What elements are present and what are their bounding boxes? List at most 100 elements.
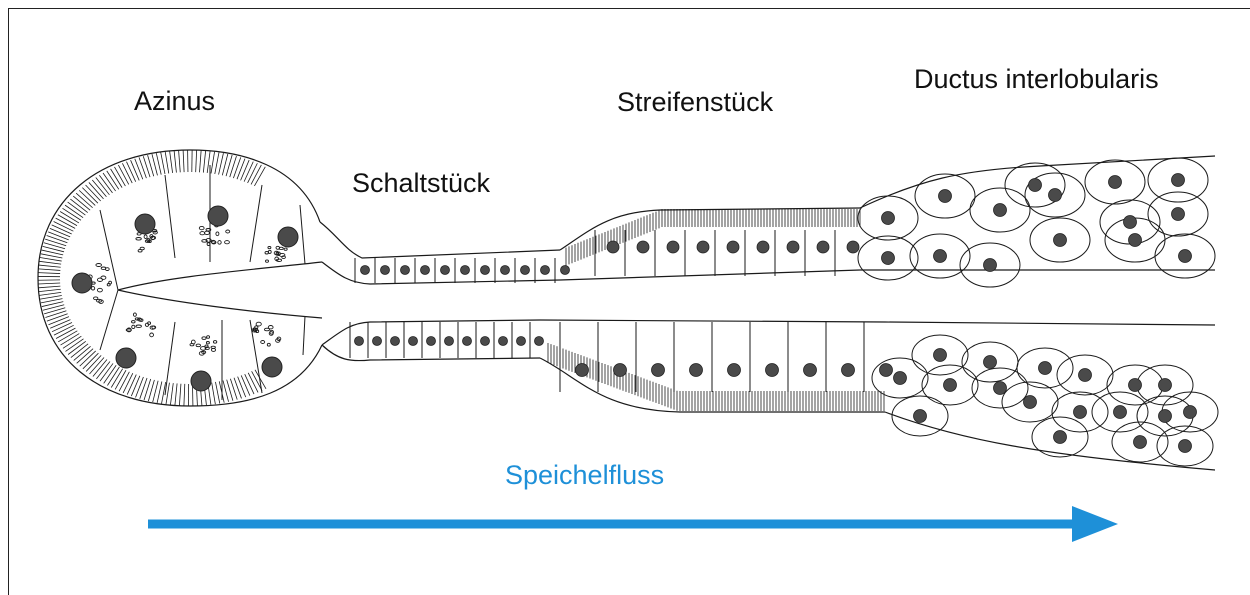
acinus-striation [238,377,246,397]
acinus-striation [135,159,143,179]
acinus-striation [126,162,135,182]
secretory-granule [140,247,144,250]
secretory-granule [105,268,109,271]
secretory-granule [133,313,136,316]
duct-outlines [38,150,1215,470]
striated-nucleus [576,364,589,377]
striated-nucleus [766,364,779,377]
secretory-granule [202,337,206,340]
secretory-granule [190,344,194,346]
intercalated-nucleus [541,266,550,275]
intercalated-duct-label: Schaltstück [352,170,490,197]
intercalated-nucleus [481,337,490,346]
secretory-granule [211,348,215,351]
acinus-striation [251,165,261,184]
secretory-granule [200,232,205,235]
striated-nucleus [607,241,619,253]
secretory-granule [135,318,139,320]
acinus-striation [38,286,60,288]
striated-nucleus [614,364,627,377]
stratified-nucleus [994,204,1007,217]
striated-nucleus [667,241,679,253]
acinus-striation [45,311,66,318]
striated-nucleus [804,364,817,377]
acinus-striation [52,225,72,234]
acinus-striation [254,167,265,186]
acinus-striation [175,383,177,405]
acinus-striation [245,374,254,394]
intercalated-nucleus [499,337,508,346]
acinus-striation [38,273,60,274]
secretory-granule [101,276,106,279]
intercalated-nucleus [409,337,418,346]
acinus-striation [47,235,68,242]
acinar-cell-wall [300,205,305,264]
stratified-nucleus [934,349,947,362]
secretory-granule [97,278,102,281]
secretory-granule [226,230,230,233]
stratified-nucleus [1172,174,1185,187]
intercalated-nucleus [461,266,470,275]
stratified-nucleus [1179,250,1192,263]
stratified-nucleus [1179,440,1192,453]
intercalated-nucleus [391,337,400,346]
striated-duct-label: Streifenstück [617,89,773,116]
acinus-striation [50,228,70,237]
secretory-granule [266,260,269,262]
secretory-granule [265,328,270,331]
acinus-striation [179,150,181,172]
acinus-striation [179,384,181,406]
acinus-striation [39,265,61,267]
stratified-nucleus [1079,369,1092,382]
acinus-striation [119,372,129,391]
acinus-striation [41,254,63,258]
acinus-striation [233,157,240,178]
stratified-nucleus [994,382,1007,395]
acinar-cell-wall [303,316,305,355]
stratified-nucleus [1159,379,1172,392]
interlobular-duct-lower-lumen [885,322,1215,325]
secretory-granule [267,343,270,346]
stratified-nucleus [1134,436,1147,449]
striated-nucleus [817,241,829,253]
acinus-striation [241,160,250,180]
stratified-nucleus [1129,234,1142,247]
acinus-striation [44,308,65,314]
acinus-striation [122,163,132,183]
intercalated-nucleus [355,337,364,346]
striated-nucleus [728,364,741,377]
secretory-granule [207,243,210,246]
intercalated-duct-lower-outer [322,345,540,361]
acinus-striation [215,382,219,404]
stratified-nucleus [914,410,927,423]
acinus-striation [212,383,216,405]
acinus-striation [140,378,147,399]
secretory-granule [196,344,200,347]
flow-arrow-head [1072,506,1118,542]
acinar-nucleus [191,371,211,391]
acinus-striation [170,383,173,405]
acinar-nucleus [135,214,155,234]
stratified-nucleus [939,190,952,203]
intercalated-nucleus [535,337,544,346]
stratified-nucleus [1054,431,1067,444]
acinus-striation [215,152,219,174]
acinus-striation [52,322,72,331]
acinar-cell-wall [250,185,262,262]
intercalated-nucleus [463,337,472,346]
secretory-granule [261,341,265,344]
secretory-granule [144,235,147,239]
acinus-label: Azinus [134,88,215,115]
acinus-striation [39,292,61,295]
acinus-striation [47,314,68,321]
secretory-granule [268,250,271,253]
acinus-striation [248,163,258,183]
acinus-striation [156,153,161,174]
secretory-granule [205,231,210,234]
acinus-striation [39,261,61,264]
acinus-striation [48,317,68,325]
secretory-granule [150,333,154,337]
acinus-striation [248,373,258,393]
striated-nucleus [842,364,855,377]
striated-nucleus [652,364,665,377]
